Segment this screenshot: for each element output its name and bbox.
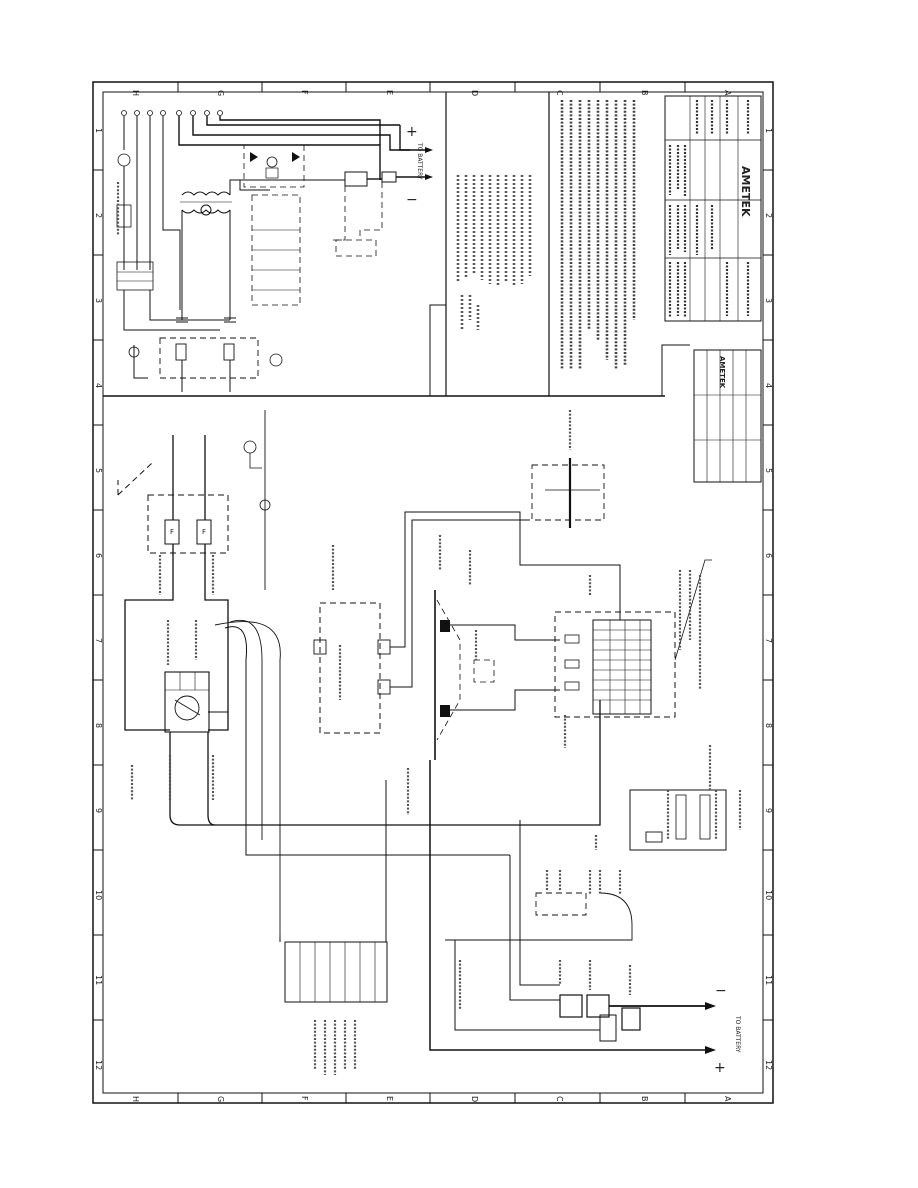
col-number-left: 1: [94, 128, 103, 133]
company-logo: AMETEK: [739, 166, 752, 217]
row-letter-top: D: [470, 90, 479, 96]
outer-border: [92, 81, 774, 1104]
general-notes: [560, 100, 636, 370]
col-number-left: 4: [94, 383, 103, 388]
col-number-left: 6: [94, 553, 103, 558]
row-letter-top: E: [385, 90, 394, 95]
row-letter-top: A: [723, 90, 732, 96]
table-logo: AMETEK: [718, 356, 726, 389]
notes-block: [456, 175, 532, 330]
charger-subschematic: + − TO BATTERY: [116, 110, 433, 392]
to-battery-top-label: TO BATTERY: [416, 142, 423, 180]
col-number-left: 7: [94, 638, 103, 643]
col-number-right: 3: [764, 298, 773, 303]
blurred-annotations: [116, 182, 742, 1075]
col-number-right: 10: [764, 890, 773, 900]
col-number-left: 12: [94, 1060, 103, 1070]
col-number-right: 7: [764, 638, 773, 643]
row-letter-top: F: [300, 90, 309, 95]
row-letter-bottom: D: [470, 1096, 479, 1102]
row-letter-top: G: [216, 90, 225, 96]
col-number-left: 2: [94, 213, 103, 218]
notes-step-line-2: [661, 344, 690, 396]
row-letter-bottom: E: [385, 1096, 394, 1101]
row-letter-bottom: C: [555, 1096, 564, 1102]
col-number-right: 9: [764, 808, 773, 813]
fuse-a-label: F: [170, 528, 174, 536]
row-letter-top: C: [555, 90, 564, 96]
col-number-right: 12: [764, 1060, 773, 1070]
col-number-left: 3: [94, 298, 103, 303]
row-letter-bottom: A: [723, 1096, 732, 1102]
col-number-left: 10: [94, 890, 103, 900]
col-number-left: 5: [94, 468, 103, 473]
title-block: AMETEK: [664, 95, 762, 322]
row-letter-bottom: F: [300, 1096, 309, 1101]
col-number-right: 6: [764, 553, 773, 558]
parts-table: AMETEK: [693, 349, 762, 483]
row-letter-top: H: [131, 90, 140, 96]
plus-symbol-bottom: +: [714, 1060, 726, 1076]
col-number-right: 2: [764, 213, 773, 218]
inner-border: [102, 91, 764, 1094]
col-number-right: 8: [764, 723, 773, 728]
notes-step-line: [429, 304, 446, 396]
col-number-right: 1: [764, 128, 773, 133]
col-number-right: 4: [764, 383, 773, 388]
row-letter-bottom: G: [216, 1096, 225, 1102]
plus-symbol-top: +: [406, 124, 418, 140]
col-number-left: 9: [94, 808, 103, 813]
fuse-b-label: F: [202, 528, 206, 536]
minus-symbol-top: −: [406, 192, 418, 208]
col-number-left: 8: [94, 723, 103, 728]
to-battery-bottom-label: TO BATTERY: [734, 1015, 741, 1053]
row-letter-bottom: H: [131, 1096, 140, 1102]
col-number-left: 11: [94, 975, 103, 985]
zone-ticks: [93, 82, 773, 1103]
col-number-right: 11: [764, 975, 773, 985]
main-schematic: F F: [117, 410, 741, 1076]
row-letter-top: B: [640, 90, 649, 96]
col-number-right: 5: [764, 468, 773, 473]
row-letter-bottom: B: [640, 1096, 649, 1102]
minus-symbol-bottom: −: [715, 983, 727, 999]
